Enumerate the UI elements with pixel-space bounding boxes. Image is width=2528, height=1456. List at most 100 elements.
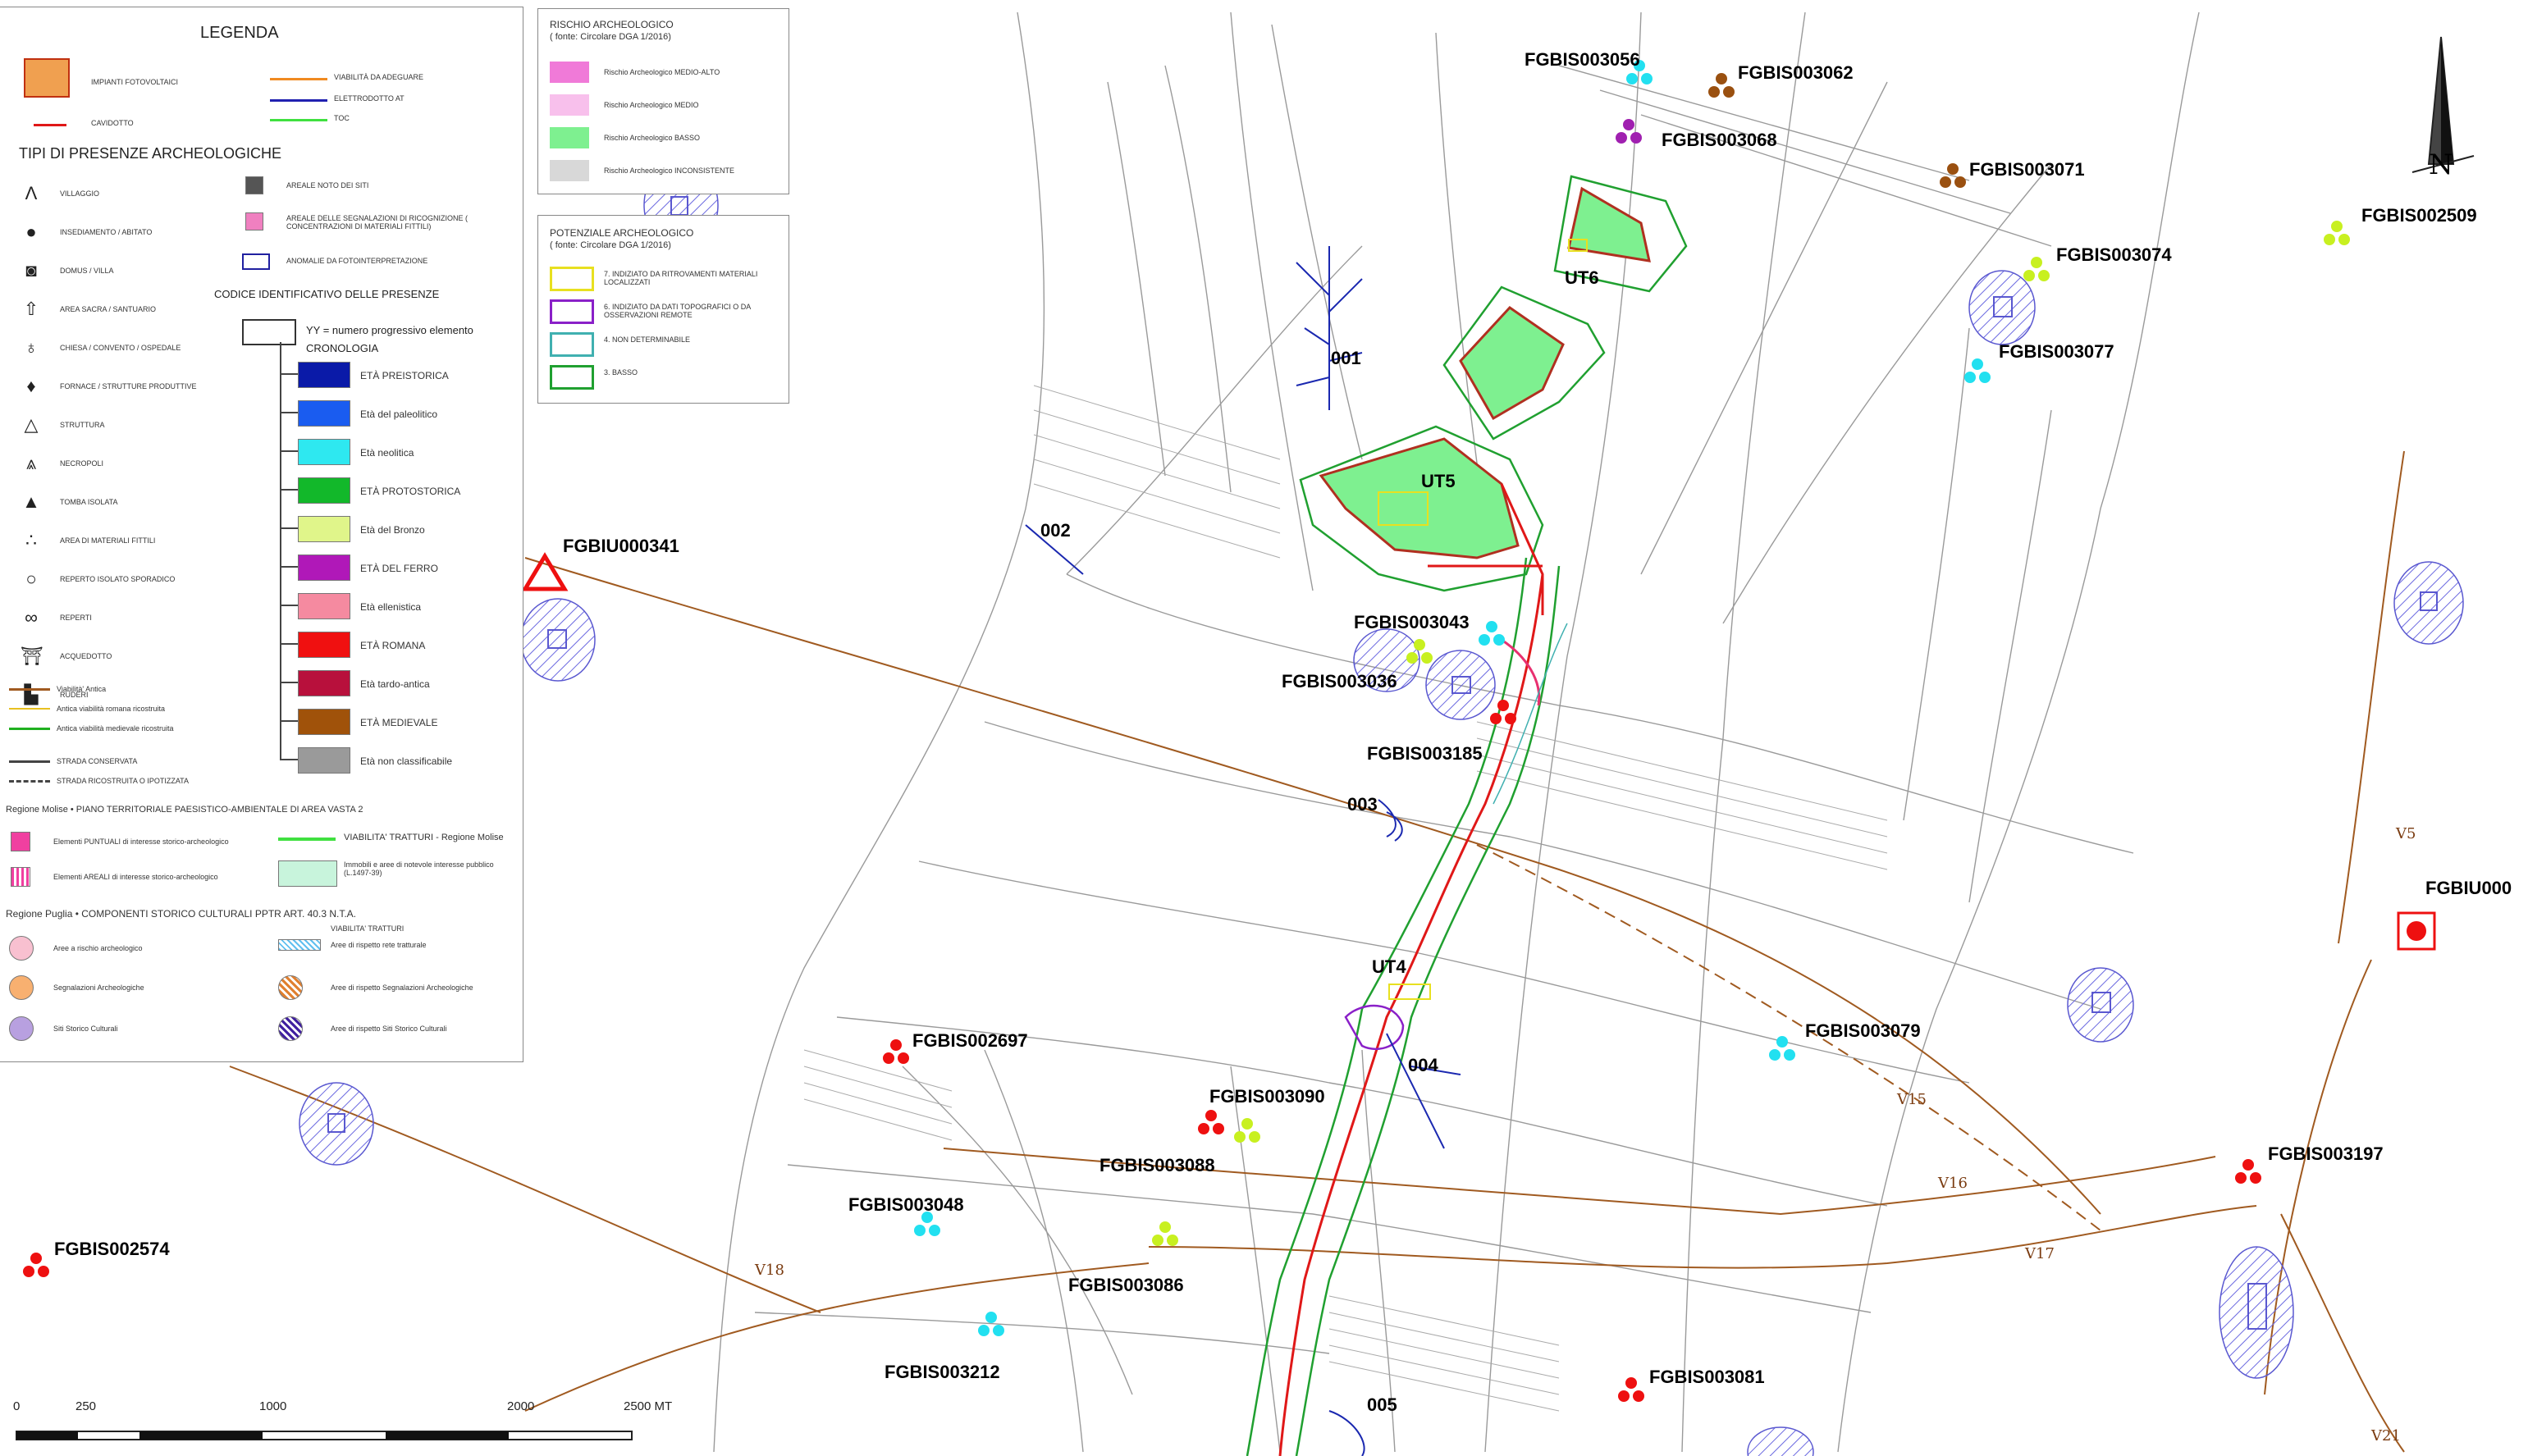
tratturo-label: V5 <box>2395 825 2416 842</box>
site-dot[interactable] <box>1234 1131 1246 1143</box>
site-dot[interactable] <box>1406 652 1418 664</box>
site-label[interactable]: FGBIS003081 <box>1649 1367 1765 1387</box>
chrono-label: ETÀ MEDIEVALE <box>360 717 438 728</box>
site-dot[interactable] <box>1623 119 1634 130</box>
site-dot[interactable] <box>993 1325 1004 1336</box>
chrono-swatch <box>298 516 350 542</box>
site-dot[interactable] <box>1249 1131 1260 1143</box>
site-dot[interactable] <box>1972 358 1983 370</box>
misc-labels: 001002003004005UT6UT5UT4V5V15V16V17V18V2… <box>754 267 2416 1445</box>
site-dot[interactable] <box>1493 634 1505 646</box>
viability-label: STRADA RICOSTRUITA O IPOTIZZATA <box>57 777 190 785</box>
site-label[interactable]: FGBIS003086 <box>1068 1275 1184 1295</box>
site-dot[interactable] <box>2235 1172 2247 1184</box>
site-dot[interactable] <box>1625 1377 1637 1389</box>
puglia-item-4: Aree di rispetto rete tratturale <box>331 941 427 949</box>
site-dot[interactable] <box>1776 1036 1788 1047</box>
site-dot[interactable] <box>890 1039 902 1051</box>
site-dot[interactable] <box>23 1266 34 1277</box>
site-label[interactable]: FGBIS003088 <box>1099 1155 1215 1175</box>
site-dot[interactable] <box>2242 1159 2254 1171</box>
site-label[interactable]: FGBIU000341 <box>563 536 679 556</box>
site-dot[interactable] <box>1633 1390 1644 1402</box>
site-dot[interactable] <box>1769 1049 1781 1061</box>
site-label[interactable]: FGBIS002574 <box>54 1239 170 1259</box>
site-dot[interactable] <box>985 1312 997 1323</box>
site-label[interactable]: FGBIS003048 <box>848 1194 964 1215</box>
anomaly-label: 002 <box>1040 520 1071 541</box>
type-label: INSEDIAMENTO / ABITATO <box>60 228 153 236</box>
site-dot[interactable] <box>2031 257 2042 268</box>
site-dot[interactable] <box>2338 234 2350 245</box>
site-label[interactable]: FGBIS003197 <box>2268 1143 2384 1164</box>
site-label[interactable]: FGBIS002509 <box>2361 205 2477 226</box>
site-dot[interactable] <box>1954 176 1966 188</box>
site-label[interactable]: FGBIS003062 <box>1738 62 1854 83</box>
site-dot[interactable] <box>1708 86 1720 98</box>
legend-areale-noto: AREALE NOTO DEI SITI <box>286 181 369 189</box>
site-dot[interactable] <box>1940 176 1951 188</box>
site-dot[interactable] <box>1618 1390 1630 1402</box>
site-dot[interactable] <box>1241 1118 1253 1130</box>
site-dot[interactable] <box>1616 132 1627 144</box>
site-label[interactable]: FGBIS003212 <box>885 1362 1000 1382</box>
site-label[interactable]: FGBIS003071 <box>1969 159 2085 180</box>
site-dot[interactable] <box>2250 1172 2261 1184</box>
site-dot[interactable] <box>1167 1235 1178 1246</box>
type-icon: ⛩ <box>21 646 43 666</box>
site-dot[interactable] <box>38 1266 49 1277</box>
site-dot[interactable] <box>1159 1221 1171 1233</box>
site-dot[interactable] <box>921 1212 933 1223</box>
site-dot[interactable] <box>914 1225 926 1236</box>
site-dot[interactable] <box>1479 634 1490 646</box>
site-dot[interactable] <box>1641 73 1653 84</box>
site-label[interactable]: FGBIS002697 <box>912 1030 1028 1051</box>
site-dot[interactable] <box>1716 73 1727 84</box>
site-dot[interactable] <box>1964 372 1976 383</box>
risk-swatch <box>550 62 589 83</box>
site-dot[interactable] <box>1152 1235 1163 1246</box>
type-icon: ♁ <box>24 337 39 358</box>
site-dot[interactable] <box>898 1052 909 1064</box>
site-label[interactable]: FGBIS003079 <box>1805 1020 1921 1041</box>
site-dot[interactable] <box>1490 713 1502 724</box>
site-dot[interactable] <box>1213 1123 1224 1134</box>
site-label[interactable]: FGBIS003056 <box>1525 49 1640 70</box>
site-label[interactable]: FGBIS003077 <box>1999 341 2114 362</box>
site-label[interactable]: FGBIS003185 <box>1367 743 1483 764</box>
site-dot[interactable] <box>1505 713 1516 724</box>
type-label: REPERTI <box>60 614 92 622</box>
site-dot[interactable] <box>1979 372 1991 383</box>
site-dot[interactable] <box>978 1325 990 1336</box>
viability-label: Antica viabilità medievale ricostruita <box>57 724 174 733</box>
site-dot[interactable] <box>1723 86 1735 98</box>
site-dot[interactable] <box>1630 132 1642 144</box>
site-dot[interactable] <box>1634 60 1645 71</box>
site-dot[interactable] <box>929 1225 940 1236</box>
site-dot[interactable] <box>1205 1110 1217 1121</box>
site-label[interactable]: FGBIS003036 <box>1282 671 1397 691</box>
site-dot[interactable] <box>1497 700 1509 711</box>
site-dot[interactable] <box>1421 652 1433 664</box>
site-dot[interactable] <box>1414 639 1425 650</box>
type-label: ACQUEDOTTO <box>60 652 112 660</box>
site-label[interactable]: FGBIS003074 <box>2056 244 2172 265</box>
site-dot[interactable] <box>1198 1123 1209 1134</box>
site-label[interactable]: FGBIS003090 <box>1209 1086 1325 1107</box>
site-dot[interactable] <box>1947 163 1959 175</box>
site-dot[interactable] <box>2324 234 2335 245</box>
site-dot[interactable] <box>2331 221 2343 232</box>
site-dot[interactable] <box>30 1253 42 1264</box>
site-dot[interactable] <box>1486 621 1497 632</box>
site-label[interactable]: FGBIS003043 <box>1354 612 1470 632</box>
site-dot[interactable] <box>1784 1049 1795 1061</box>
site-label[interactable]: FGBIU000 <box>2425 878 2512 898</box>
site-label[interactable]: FGBIS003068 <box>1662 130 1777 150</box>
site-dot[interactable] <box>883 1052 894 1064</box>
site-dot[interactable] <box>2038 270 2050 281</box>
chrono-label: Età neolitica <box>360 447 414 459</box>
site-dot[interactable] <box>2023 270 2035 281</box>
site-dot[interactable] <box>1626 73 1638 84</box>
code-note: YY = numero progressivo elemento <box>306 324 473 336</box>
